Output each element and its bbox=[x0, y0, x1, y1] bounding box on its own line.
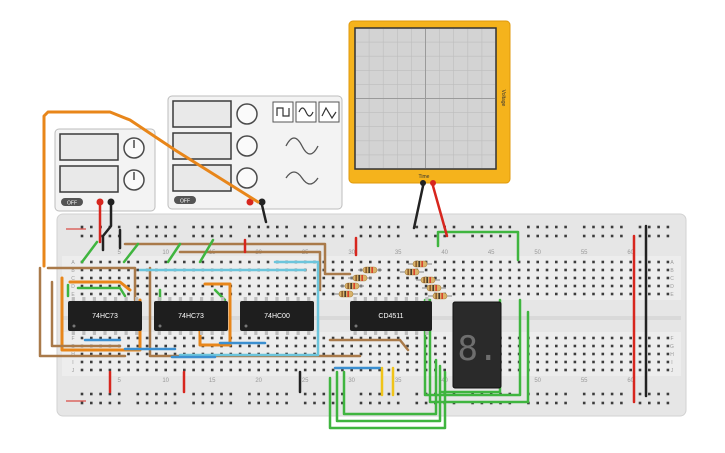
row-letter: D bbox=[71, 284, 75, 290]
plus-terminal[interactable] bbox=[96, 198, 104, 206]
current-display bbox=[59, 165, 119, 193]
voltage-display bbox=[59, 133, 119, 161]
wires bbox=[38, 110, 648, 430]
chip-74hc00[interactable]: 74HC00 bbox=[240, 297, 314, 335]
seven-segment-display[interactable]: 8. bbox=[452, 301, 502, 389]
chip-label: 74HC00 bbox=[264, 313, 290, 320]
resistor[interactable] bbox=[358, 266, 382, 274]
column-number-top: 10 bbox=[162, 250, 169, 256]
column-number-bottom: 25 bbox=[302, 378, 309, 384]
column-number-bottom: 15 bbox=[209, 378, 216, 384]
row-letter: A bbox=[71, 260, 75, 266]
row-letter: A bbox=[670, 260, 674, 266]
power-supply-button-label[interactable]: OFF bbox=[67, 201, 77, 207]
amplitude-knob[interactable] bbox=[236, 135, 258, 157]
column-number-top: 30 bbox=[348, 250, 355, 256]
column-number-bottom: 60 bbox=[627, 378, 634, 384]
row-letter: I bbox=[72, 360, 73, 366]
resistor[interactable] bbox=[340, 282, 364, 290]
resistor[interactable] bbox=[348, 274, 372, 282]
chip-74hc73-2[interactable]: 74HC73 bbox=[154, 297, 228, 335]
offset-knob[interactable] bbox=[236, 167, 258, 189]
resistor[interactable] bbox=[428, 292, 452, 300]
column-number-top: 35 bbox=[395, 250, 402, 256]
column-number-bottom: 30 bbox=[348, 378, 355, 384]
chip-label: 74HC73 bbox=[178, 313, 204, 320]
row-letter: J bbox=[671, 368, 674, 374]
column-number-bottom: 35 bbox=[395, 378, 402, 384]
column-number-bottom: 20 bbox=[255, 378, 262, 384]
row-letter: B bbox=[71, 268, 75, 274]
column-number-top: 50 bbox=[534, 250, 541, 256]
scope-ground-terminal[interactable] bbox=[420, 180, 426, 186]
column-number-top: 55 bbox=[581, 250, 588, 256]
resistor[interactable] bbox=[422, 284, 446, 292]
chip-cd4511[interactable]: CD4511 bbox=[350, 297, 432, 335]
fg-minus-terminal[interactable] bbox=[258, 198, 266, 206]
row-letter: D bbox=[670, 284, 674, 290]
row-letter: G bbox=[670, 344, 674, 350]
minus-terminal[interactable] bbox=[107, 198, 115, 206]
function-generator[interactable]: OFF bbox=[167, 95, 343, 210]
frequency-display bbox=[172, 100, 232, 128]
resistor[interactable] bbox=[416, 276, 440, 284]
column-number-top: 5 bbox=[118, 250, 122, 256]
column-number-bottom: 55 bbox=[581, 378, 588, 384]
resistors[interactable] bbox=[334, 260, 452, 300]
row-letter: E bbox=[71, 292, 75, 298]
column-number-bottom: 10 bbox=[162, 378, 169, 384]
column-number-top: 45 bbox=[488, 250, 495, 256]
row-letter: H bbox=[670, 352, 674, 358]
row-letter: F bbox=[670, 336, 673, 342]
fg-plus-terminal[interactable] bbox=[246, 198, 254, 206]
scope-x-label: Time bbox=[419, 174, 430, 180]
chip-74hc73-1[interactable]: 74HC73 bbox=[68, 297, 142, 335]
row-letter: C bbox=[71, 276, 75, 282]
row-letter: B bbox=[670, 268, 674, 274]
resistor[interactable] bbox=[334, 290, 358, 298]
row-letter: E bbox=[670, 292, 674, 298]
chip-label: 74HC73 bbox=[92, 313, 118, 320]
column-number-top: 40 bbox=[441, 250, 448, 256]
scope-grid bbox=[356, 29, 495, 168]
column-number-top: 60 bbox=[627, 250, 634, 256]
row-letter: F bbox=[71, 336, 74, 342]
resistor[interactable] bbox=[408, 260, 432, 268]
row-letter: J bbox=[72, 368, 75, 374]
display-digit: 8. bbox=[458, 329, 499, 369]
dc-power-supply[interactable]: OFF bbox=[54, 128, 156, 212]
row-letter: C bbox=[670, 276, 674, 282]
row-letter: I bbox=[671, 360, 672, 366]
scope-probe-terminal[interactable] bbox=[430, 180, 436, 186]
frequency-knob[interactable] bbox=[236, 103, 258, 125]
scope-y-label: Voltage bbox=[500, 90, 506, 107]
oscilloscope[interactable]: Time Voltage bbox=[348, 20, 511, 186]
chip-label: CD4511 bbox=[378, 313, 403, 320]
column-number-bottom: 50 bbox=[534, 378, 541, 384]
resistor[interactable] bbox=[400, 268, 424, 276]
function-generator-button-label[interactable]: OFF bbox=[180, 199, 190, 205]
column-number-bottom: 5 bbox=[118, 378, 122, 384]
